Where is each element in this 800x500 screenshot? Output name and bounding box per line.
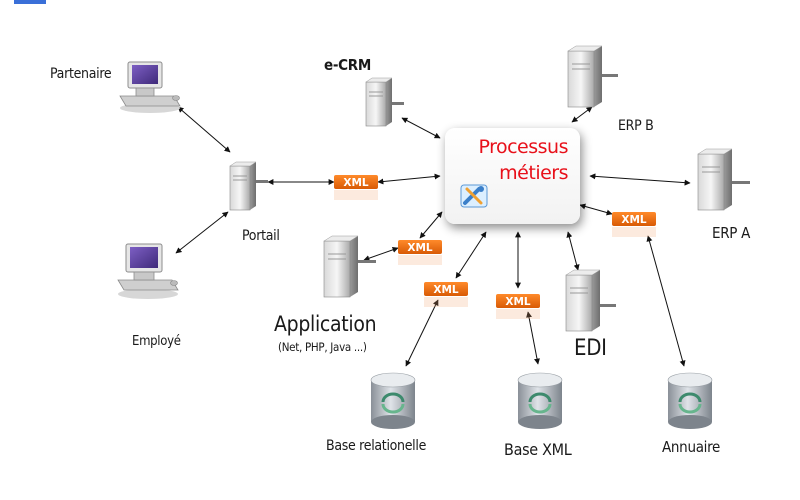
svg-text:XML: XML (505, 296, 531, 308)
application-label: Application (274, 312, 377, 336)
tools-icon (460, 184, 488, 208)
link-processus-edi (566, 231, 580, 271)
link-baserel-xml (405, 299, 439, 367)
link-erpb-processus (571, 106, 593, 123)
portail-label: Portail (242, 228, 280, 244)
link-xml-processus-3 (455, 231, 487, 279)
link-portail-employe (175, 211, 229, 254)
employe-computer-icon (117, 243, 179, 299)
link-xml-processus (377, 173, 441, 185)
svg-text:XML: XML (407, 242, 433, 254)
erpa-server-icon (697, 148, 750, 211)
processus-metiers-box: Processus métiers (445, 128, 580, 224)
link-xml-annuaire (646, 235, 686, 367)
erpb-server-icon (567, 45, 618, 108)
xml-badge-annuaire: XML (612, 212, 656, 237)
ecrm-label: e-CRM (324, 56, 371, 74)
xml-badge-portail: XML (334, 175, 378, 200)
link-ecrm-processus (401, 117, 441, 139)
ecrm-server-icon (365, 77, 404, 127)
metiers-label: métiers (499, 162, 568, 184)
base-relationelle-label: Base relationelle (326, 438, 427, 454)
partenaire-label: Partenaire (50, 66, 112, 82)
erpb-label: ERP B (618, 118, 654, 134)
xml-badge-application: XML (398, 240, 442, 265)
link-xml-processus-2 (419, 211, 443, 239)
application-sub-label: (Net, PHP, Java ...) (278, 340, 367, 354)
base-xml-label: Base XML (504, 440, 572, 459)
xml-badge-base-relationelle: XML (424, 282, 468, 307)
base-xml-database-icon (517, 372, 563, 429)
link-xml-basexml (526, 311, 540, 365)
xml-badge-base-xml: XML (496, 294, 540, 319)
svg-text:XML: XML (343, 177, 369, 189)
processus-label: Processus (478, 136, 568, 158)
employe-label: Employé (132, 334, 181, 349)
svg-text:XML: XML (621, 214, 647, 226)
erpa-label: ERP A (712, 224, 751, 242)
base-relationelle-database-icon (370, 372, 416, 429)
link-processus-xml-5 (579, 203, 613, 216)
link-erpa-processus (589, 173, 691, 186)
svg-text:XML: XML (433, 284, 459, 296)
edi-server-icon (565, 269, 616, 332)
portail-server-icon (229, 161, 268, 211)
top-accent-bar (14, 0, 46, 4)
link-partenaire-portail (177, 106, 231, 153)
link-application-xml (363, 246, 399, 262)
annuaire-label: Annuaire (662, 438, 721, 456)
application-server-icon (323, 235, 376, 298)
edi-label: EDI (574, 336, 607, 361)
partenaire-computer-icon (119, 61, 181, 113)
annuaire-database-icon (667, 372, 713, 429)
